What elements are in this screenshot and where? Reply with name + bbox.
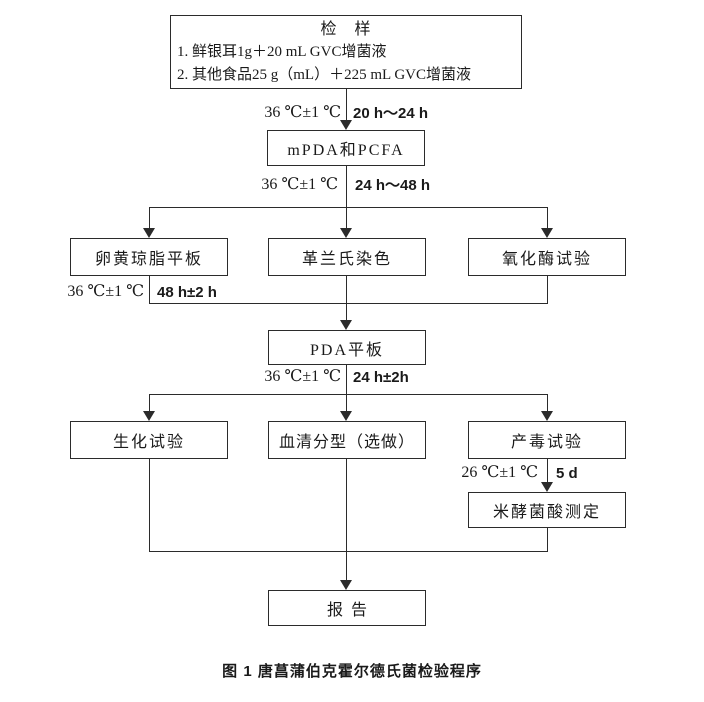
node-pda-plate-label: PDA平板: [309, 341, 384, 359]
flow-line: [547, 276, 548, 304]
node-toxin-production-test: 产毒试验: [468, 421, 626, 459]
node-gram-stain: 革兰氏染色: [268, 238, 426, 276]
edge-egg-yolk-pda-temperature: 36 ℃±1 ℃: [67, 283, 144, 300]
node-bongkrekic-acid-assay: 米酵菌酸测定: [468, 492, 626, 528]
arrow-down-icon: [340, 580, 352, 590]
edge-sample-mpda-temperature: 36 ℃±1 ℃: [264, 104, 341, 121]
arrow-down-icon: [340, 320, 352, 330]
flow-line: [149, 303, 547, 304]
node-bongkrekic-acid-assay-label: 米酵菌酸测定: [492, 504, 601, 521]
sample-item-2: 2. 其他食品25 g（mL）＋225 mL GVC增菌液: [177, 66, 472, 83]
edge-sample-mpda-duration: 20 h～24 h: [353, 105, 429, 122]
node-sample: 检 样 1. 鲜银耳1g＋20 mL GVC增菌液 2. 其他食品25 g（mL…: [170, 15, 522, 89]
flow-line: [346, 166, 347, 229]
arrow-down-icon: [541, 411, 553, 421]
node-pda-plate: PDA平板: [268, 330, 426, 365]
figure-caption: 图 1 唐菖蒲伯克霍尔德氏菌检验程序: [222, 663, 482, 680]
sample-title: 检 样: [320, 20, 372, 38]
node-biochemical-test-label: 生化试验: [112, 434, 185, 451]
arrow-down-icon: [340, 411, 352, 421]
flow-line: [149, 394, 150, 412]
flow-line: [547, 459, 548, 484]
flow-line: [346, 394, 347, 412]
flow-line: [149, 551, 547, 552]
node-oxidase-test: 氧化酶试验: [468, 238, 626, 276]
arrow-down-icon: [143, 411, 155, 421]
flow-line: [547, 528, 548, 552]
edge-mpda-branch-duration: 24 h～48 h: [355, 177, 431, 194]
arrow-down-icon: [340, 228, 352, 238]
edge-egg-yolk-pda-duration: 48 h±2 h: [157, 284, 217, 301]
edge-mpda-branch-temperature: 36 ℃±1 ℃: [261, 176, 338, 193]
node-serotyping: 血清分型（选做）: [268, 421, 426, 459]
flow-line: [547, 207, 548, 229]
node-egg-yolk-agar-plate: 卵黄琼脂平板: [70, 238, 228, 276]
flow-line: [149, 276, 150, 304]
node-serotyping-label: 血清分型（选做）: [278, 434, 415, 451]
edge-pda-branch-duration: 24 h±2h: [353, 369, 409, 386]
flow-line: [346, 89, 347, 121]
node-report: 报告: [268, 590, 426, 626]
node-report-label: 报告: [326, 602, 375, 619]
arrow-down-icon: [143, 228, 155, 238]
node-toxin-production-test-label: 产毒试验: [510, 434, 583, 451]
flow-line: [149, 207, 547, 208]
edge-pda-branch-temperature: 36 ℃±1 ℃: [264, 368, 341, 385]
flow-line: [346, 365, 347, 395]
node-oxidase-test-label: 氧化酶试验: [501, 251, 592, 268]
node-mpda-pcfa-label: mPDA和PCFA: [287, 142, 405, 159]
edge-toxin-bongkrekic-duration: 5 d: [556, 465, 578, 482]
node-egg-yolk-agar-plate-label: 卵黄琼脂平板: [94, 251, 203, 268]
node-biochemical-test: 生化试验: [70, 421, 228, 459]
flow-line: [346, 276, 347, 321]
edge-toxin-bongkrekic-temperature: 26 ℃±1 ℃: [461, 464, 538, 481]
node-gram-stain-label: 革兰氏染色: [301, 251, 392, 268]
node-mpda-pcfa: mPDA和PCFA: [267, 130, 425, 166]
arrow-down-icon: [541, 228, 553, 238]
flow-line: [547, 394, 548, 412]
flow-line: [149, 207, 150, 229]
flow-line: [149, 459, 150, 552]
sample-item-1: 1. 鲜银耳1g＋20 mL GVC增菌液: [177, 43, 387, 60]
flow-line: [149, 394, 547, 395]
flow-line: [346, 459, 347, 581]
arrow-down-icon: [340, 120, 352, 130]
arrow-down-icon: [541, 482, 553, 492]
